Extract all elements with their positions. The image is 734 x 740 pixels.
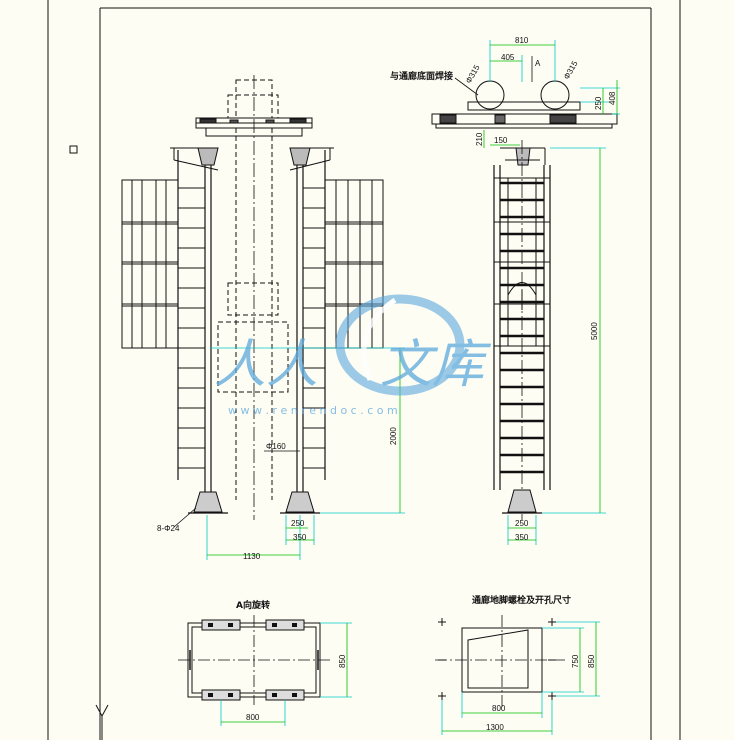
connector-label: 与通廊底面焊接 xyxy=(390,70,453,82)
watermark-left-text: 人人 xyxy=(214,335,318,395)
view-arrow-label: A xyxy=(535,59,541,68)
a-view-plan: A向旋转 xyxy=(178,599,352,726)
side-height-dimension: 5000 xyxy=(590,322,599,340)
side-base-inner-dimension: 250 xyxy=(515,519,529,528)
drawing-frame xyxy=(47,0,681,740)
side-view: 与通廊底面焊接 810 405 A Φ315 Φ315 250 408 21 xyxy=(390,36,620,545)
anchor-plan: 通廊地脚螺栓及开孔尺寸 xyxy=(435,594,600,735)
front-height-dimension: 2000 xyxy=(389,427,398,445)
anchor-plan-title: 通廊地脚螺栓及开孔尺寸 xyxy=(472,594,571,606)
watermark-url: w w w . r e n r e n d o c . c o m xyxy=(228,404,398,417)
side-small-2-dimension: 150 xyxy=(494,136,508,145)
small-square-marker xyxy=(69,145,78,154)
phi-left-label: Φ315 xyxy=(464,63,482,85)
watermark: 人人 文库 w w w . r e n r e n d o c . c o m xyxy=(214,294,492,417)
pipe-diameter-label: Φ160 xyxy=(266,442,286,451)
side-top-width-dimension: 810 xyxy=(515,36,529,45)
side-top-half-dimension: 405 xyxy=(501,53,515,62)
front-width-dimension: 1130 xyxy=(243,552,261,561)
anchor-inner-width-dimension: 800 xyxy=(492,704,506,713)
anchor-bolt-label: 8-Φ24 xyxy=(157,524,180,533)
ucs-icon xyxy=(95,704,109,740)
side-offset-2-dimension: 408 xyxy=(608,91,617,105)
a-view-height-dimension: 850 xyxy=(338,654,347,668)
side-small-1-dimension: 210 xyxy=(475,132,484,146)
watermark-right-text: 文库 xyxy=(380,335,492,395)
front-view: 8-Φ24 Φ160 1130 250 350 2000 xyxy=(121,75,405,561)
side-offset-1-dimension: 250 xyxy=(594,96,603,110)
front-base-outer-dimension: 350 xyxy=(293,533,307,542)
anchor-inner-height-dimension: 750 xyxy=(571,654,580,668)
front-base-inner-dimension: 250 xyxy=(291,519,305,528)
side-base-outer-dimension: 350 xyxy=(515,533,529,542)
a-view-title: A向旋转 xyxy=(236,599,270,611)
anchor-outer-width-dimension: 1300 xyxy=(486,723,504,732)
a-view-width-dimension: 800 xyxy=(246,713,260,722)
phi-right-label: Φ315 xyxy=(562,59,580,81)
anchor-outer-height-dimension: 850 xyxy=(587,654,596,668)
